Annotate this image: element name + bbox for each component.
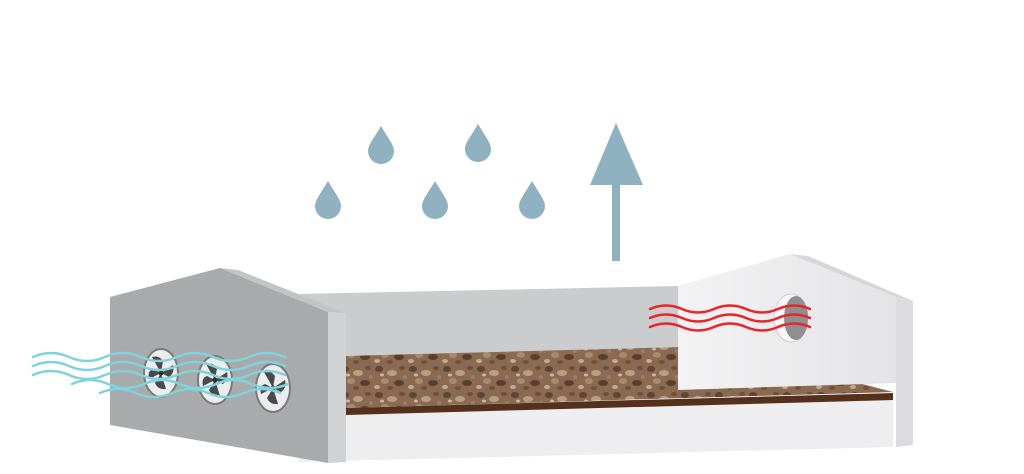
water-drop-icon bbox=[315, 181, 341, 219]
warm-air-wavy-lines-icon bbox=[648, 304, 812, 332]
moisture-drops bbox=[315, 124, 545, 219]
warm-air-inlet-hole bbox=[784, 296, 808, 340]
water-drop-icon bbox=[465, 124, 491, 162]
cold-air-wavy-lines-icon bbox=[31, 351, 290, 399]
arrow-up-icon bbox=[590, 123, 643, 261]
left-wall-edge bbox=[328, 312, 346, 463]
left-wall-roof-top bbox=[220, 268, 346, 313]
water-drop-icon bbox=[422, 181, 448, 219]
right-wall-roof-edge bbox=[790, 254, 913, 301]
compost-bed-edge bbox=[346, 393, 893, 415]
fan-icon bbox=[143, 348, 179, 398]
right-wall-edge bbox=[896, 297, 913, 447]
water-drop-icon bbox=[368, 126, 394, 164]
water-drop-icon bbox=[519, 181, 545, 219]
